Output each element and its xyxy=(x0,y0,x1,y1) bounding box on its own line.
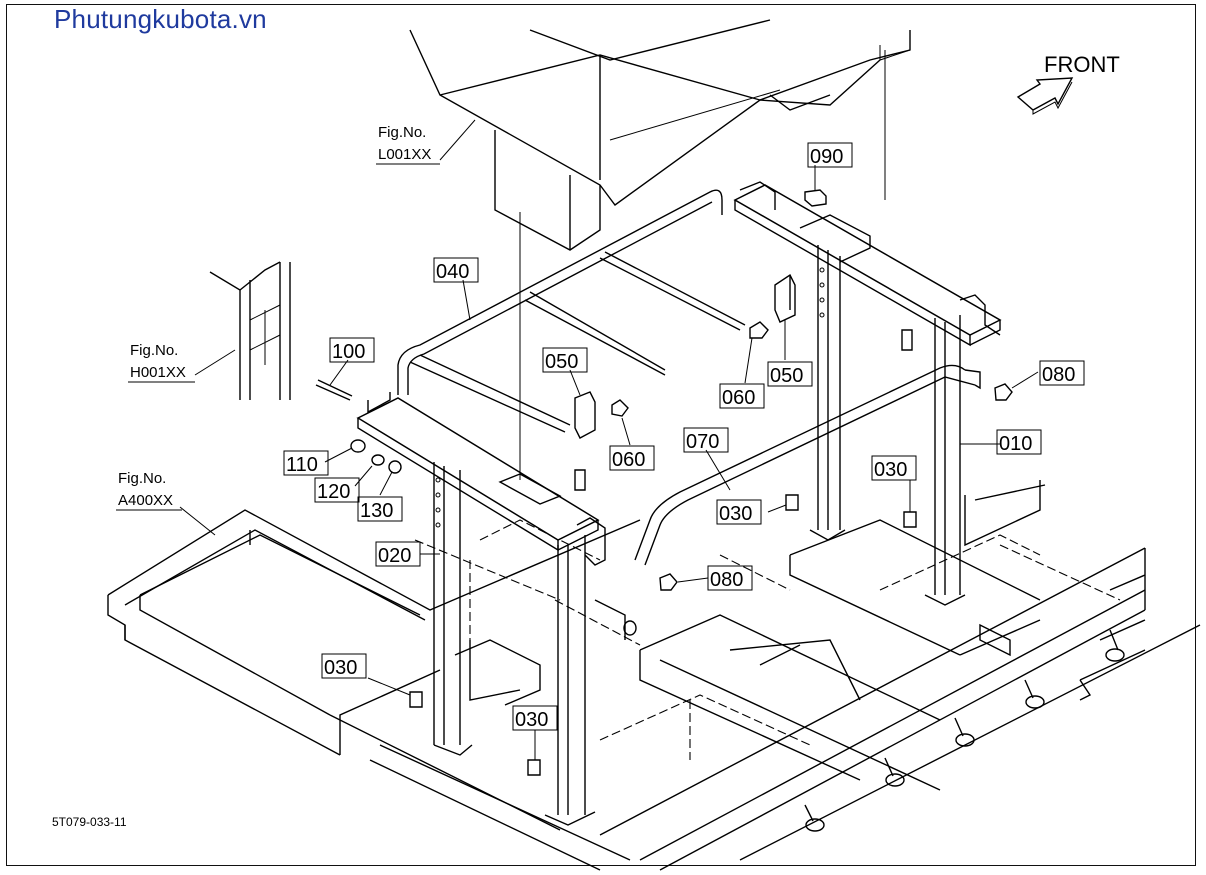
svg-text:030: 030 xyxy=(719,503,752,525)
front-label: FRONT xyxy=(1044,52,1120,77)
svg-text:A400XX: A400XX xyxy=(118,492,173,509)
left-upright-outline xyxy=(209,261,291,400)
svg-text:090: 090 xyxy=(810,146,843,168)
front-arrow-icon xyxy=(1016,77,1074,115)
svg-text:060: 060 xyxy=(722,387,755,409)
frame-010 xyxy=(733,181,1002,606)
callout-030-upper-right[interactable]: 030 xyxy=(871,455,917,481)
leader-lines xyxy=(179,50,1039,760)
bracket-050 xyxy=(574,273,796,439)
callout-080-right[interactable]: 080 xyxy=(1039,360,1085,386)
svg-text:100: 100 xyxy=(332,341,365,363)
svg-text:H001XX: H001XX xyxy=(130,364,186,381)
callout-080-left[interactable]: 080 xyxy=(707,565,753,591)
fig-ref-h001xx: Fig.No. H001XX xyxy=(128,342,195,383)
svg-text:080: 080 xyxy=(710,569,743,591)
callout-110[interactable]: 110 xyxy=(283,450,329,476)
callout-040[interactable]: 040 xyxy=(433,257,479,283)
callout-010[interactable]: 010 xyxy=(996,429,1042,455)
svg-text:030: 030 xyxy=(874,459,907,481)
svg-text:070: 070 xyxy=(686,431,719,453)
callout-030-lower-left[interactable]: 030 xyxy=(321,653,367,679)
bolts xyxy=(315,189,1013,776)
svg-text:Fig.No.: Fig.No. xyxy=(118,470,166,487)
drawing-frame xyxy=(6,4,1196,866)
svg-text:050: 050 xyxy=(770,365,803,387)
chassis-outline xyxy=(107,480,1201,871)
watermark: Phutungkubota.vn xyxy=(54,4,267,34)
rail-040 xyxy=(397,189,746,433)
svg-text:030: 030 xyxy=(515,709,548,731)
callout-050-left[interactable]: 050 xyxy=(542,347,588,373)
callout-090[interactable]: 090 xyxy=(807,142,853,168)
callout-120[interactable]: 120 xyxy=(314,477,360,503)
svg-text:020: 020 xyxy=(378,545,411,567)
fig-ref-l001xx: Fig.No. L001XX xyxy=(376,124,440,165)
callout-070[interactable]: 070 xyxy=(683,427,729,453)
callout-050-right[interactable]: 050 xyxy=(767,361,813,387)
svg-text:010: 010 xyxy=(999,433,1032,455)
chassis-nozzles xyxy=(623,620,1125,832)
svg-text:120: 120 xyxy=(317,481,350,503)
svg-text:Fig.No.: Fig.No. xyxy=(378,124,426,141)
svg-text:030: 030 xyxy=(324,657,357,679)
fig-ref-a400xx: Fig.No. A400XX xyxy=(116,470,182,511)
callout-030-lower-center[interactable]: 030 xyxy=(512,705,558,731)
callout-100[interactable]: 100 xyxy=(329,337,375,363)
callout-020[interactable]: 020 xyxy=(375,541,421,567)
svg-text:040: 040 xyxy=(436,261,469,283)
svg-text:050: 050 xyxy=(545,351,578,373)
svg-text:110: 110 xyxy=(286,454,318,476)
callout-030-middle[interactable]: 030 xyxy=(716,499,762,525)
svg-text:Fig.No.: Fig.No. xyxy=(130,342,178,359)
svg-text:130: 130 xyxy=(360,500,393,522)
drawing-code: 5T079-033-11 xyxy=(52,815,127,829)
callout-060-left[interactable]: 060 xyxy=(609,445,655,471)
svg-text:L001XX: L001XX xyxy=(378,146,431,163)
upper-body-outline xyxy=(409,19,911,251)
svg-text:060: 060 xyxy=(612,449,645,471)
frame-020 xyxy=(356,392,606,826)
rail-070 xyxy=(634,364,981,566)
svg-text:080: 080 xyxy=(1042,364,1075,386)
callout-060-right[interactable]: 060 xyxy=(719,383,765,409)
callout-130[interactable]: 130 xyxy=(357,496,403,522)
